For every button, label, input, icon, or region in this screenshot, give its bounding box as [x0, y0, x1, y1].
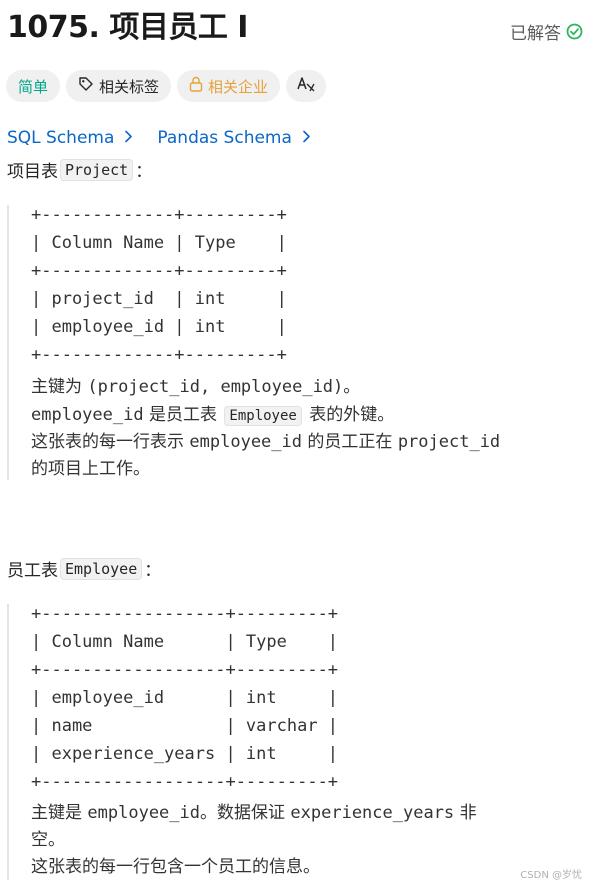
sql-schema-link[interactable]: SQL Schema: [7, 128, 133, 148]
table-line: +-------------+---------+: [31, 205, 287, 225]
desc-mono: (project_id, employee_id): [87, 377, 344, 397]
desc-code: Employee: [224, 406, 302, 426]
employee-schema-block: +------------------+---------+ | Column …: [7, 604, 590, 880]
schema-links: SQL Schema Pandas Schema: [7, 128, 311, 148]
project-table-name: Project: [60, 158, 134, 181]
desc-text: 。数据保证: [200, 803, 291, 823]
desc-text: 主键为: [31, 377, 88, 397]
employee-table-name: Employee: [60, 557, 143, 580]
desc-mono: experience_years: [290, 803, 455, 823]
check-circle-icon: [566, 23, 583, 40]
pandas-schema-link[interactable]: Pandas Schema: [157, 128, 311, 148]
project-desc-primary-key: 主键为 (project_id, employee_id)。: [31, 372, 360, 397]
title-row: 1075. 项目员工 I 已解答: [7, 8, 583, 48]
related-companies-tag[interactable]: 相关企业: [177, 70, 281, 102]
project-desc-foreign-key: employee_id 是员工表 Employee 表的外键。: [31, 400, 395, 426]
employee-table-label: 员工表 Employee ：: [7, 556, 161, 581]
project-table-label: 项目表 Project ：: [7, 157, 152, 182]
employee-label-text: 员工表: [7, 561, 58, 581]
related-companies-label: 相关企业: [208, 77, 269, 96]
sql-schema-label: SQL Schema: [7, 128, 115, 148]
desc-mono: employee_id: [189, 432, 302, 452]
table-line: | project_id | int |: [31, 289, 287, 309]
chevron-right-icon: [302, 128, 311, 148]
desc-text: 非: [454, 803, 477, 823]
project-schema-block: +-------------+---------+ | Column Name …: [7, 205, 590, 480]
desc-text: 主键是: [31, 803, 88, 823]
employee-desc-primary-key-cont: 空。: [31, 830, 65, 850]
project-label-text: 项目表: [7, 162, 58, 182]
desc-text: 这张表的每一行表示: [31, 432, 190, 452]
lock-icon: [189, 76, 203, 96]
project-desc-row-meaning-cont: 的项目上工作。: [31, 459, 150, 479]
chevron-right-icon: [124, 128, 133, 148]
table-line: | Column Name | Type |: [31, 233, 287, 253]
translate-button[interactable]: [286, 70, 327, 102]
desc-mono: employee_id: [87, 803, 200, 823]
desc-mono: project_id: [397, 432, 501, 452]
table-line: | experience_years | int |: [31, 744, 339, 764]
table-line: +------------------+---------+: [31, 604, 339, 624]
project-desc-row-meaning: 这张表的每一行表示 employee_id 的员工正在 project_id: [31, 427, 500, 452]
desc-text: 。: [343, 377, 361, 397]
translate-icon: [297, 76, 315, 96]
table-line: | Column Name | Type |: [31, 632, 339, 652]
table-line: +------------------+---------+: [31, 660, 339, 680]
employee-desc-primary-key: 主键是 employee_id。数据保证 experience_years 非: [31, 798, 477, 823]
related-topics-tag[interactable]: 相关标签: [66, 70, 172, 102]
table-line: | employee_id | int |: [31, 688, 339, 708]
difficulty-label: 简单: [18, 77, 49, 96]
tag-bar: 简单 相关标签 相关企业: [6, 70, 327, 102]
desc-mono: employee_id: [31, 405, 144, 425]
solved-label: 已解答: [510, 24, 561, 44]
pandas-schema-label: Pandas Schema: [157, 128, 292, 148]
table-line: | name | varchar |: [31, 716, 339, 736]
desc-text: 的员工正在: [302, 432, 398, 452]
employee-desc-row-meaning: 这张表的每一行包含一个员工的信息。: [31, 857, 320, 877]
solved-status: 已解答: [510, 19, 583, 44]
desc-text: 表的外键。: [303, 405, 395, 425]
tag-icon: [78, 76, 94, 96]
table-line: +------------------+---------+: [31, 772, 339, 792]
related-topics-label: 相关标签: [99, 77, 160, 96]
table-line: +-------------+---------+: [31, 261, 287, 281]
employee-label-colon: ：: [144, 561, 162, 581]
table-line: | employee_id | int |: [31, 317, 287, 337]
difficulty-tag[interactable]: 简单: [6, 70, 61, 102]
desc-text: 是员工表: [143, 405, 223, 425]
watermark: CSDN @岁忧: [520, 870, 582, 881]
project-label-colon: ：: [135, 162, 153, 182]
problem-title: 1075. 项目员工 I: [7, 10, 248, 45]
table-line: +-------------+---------+: [31, 345, 287, 365]
